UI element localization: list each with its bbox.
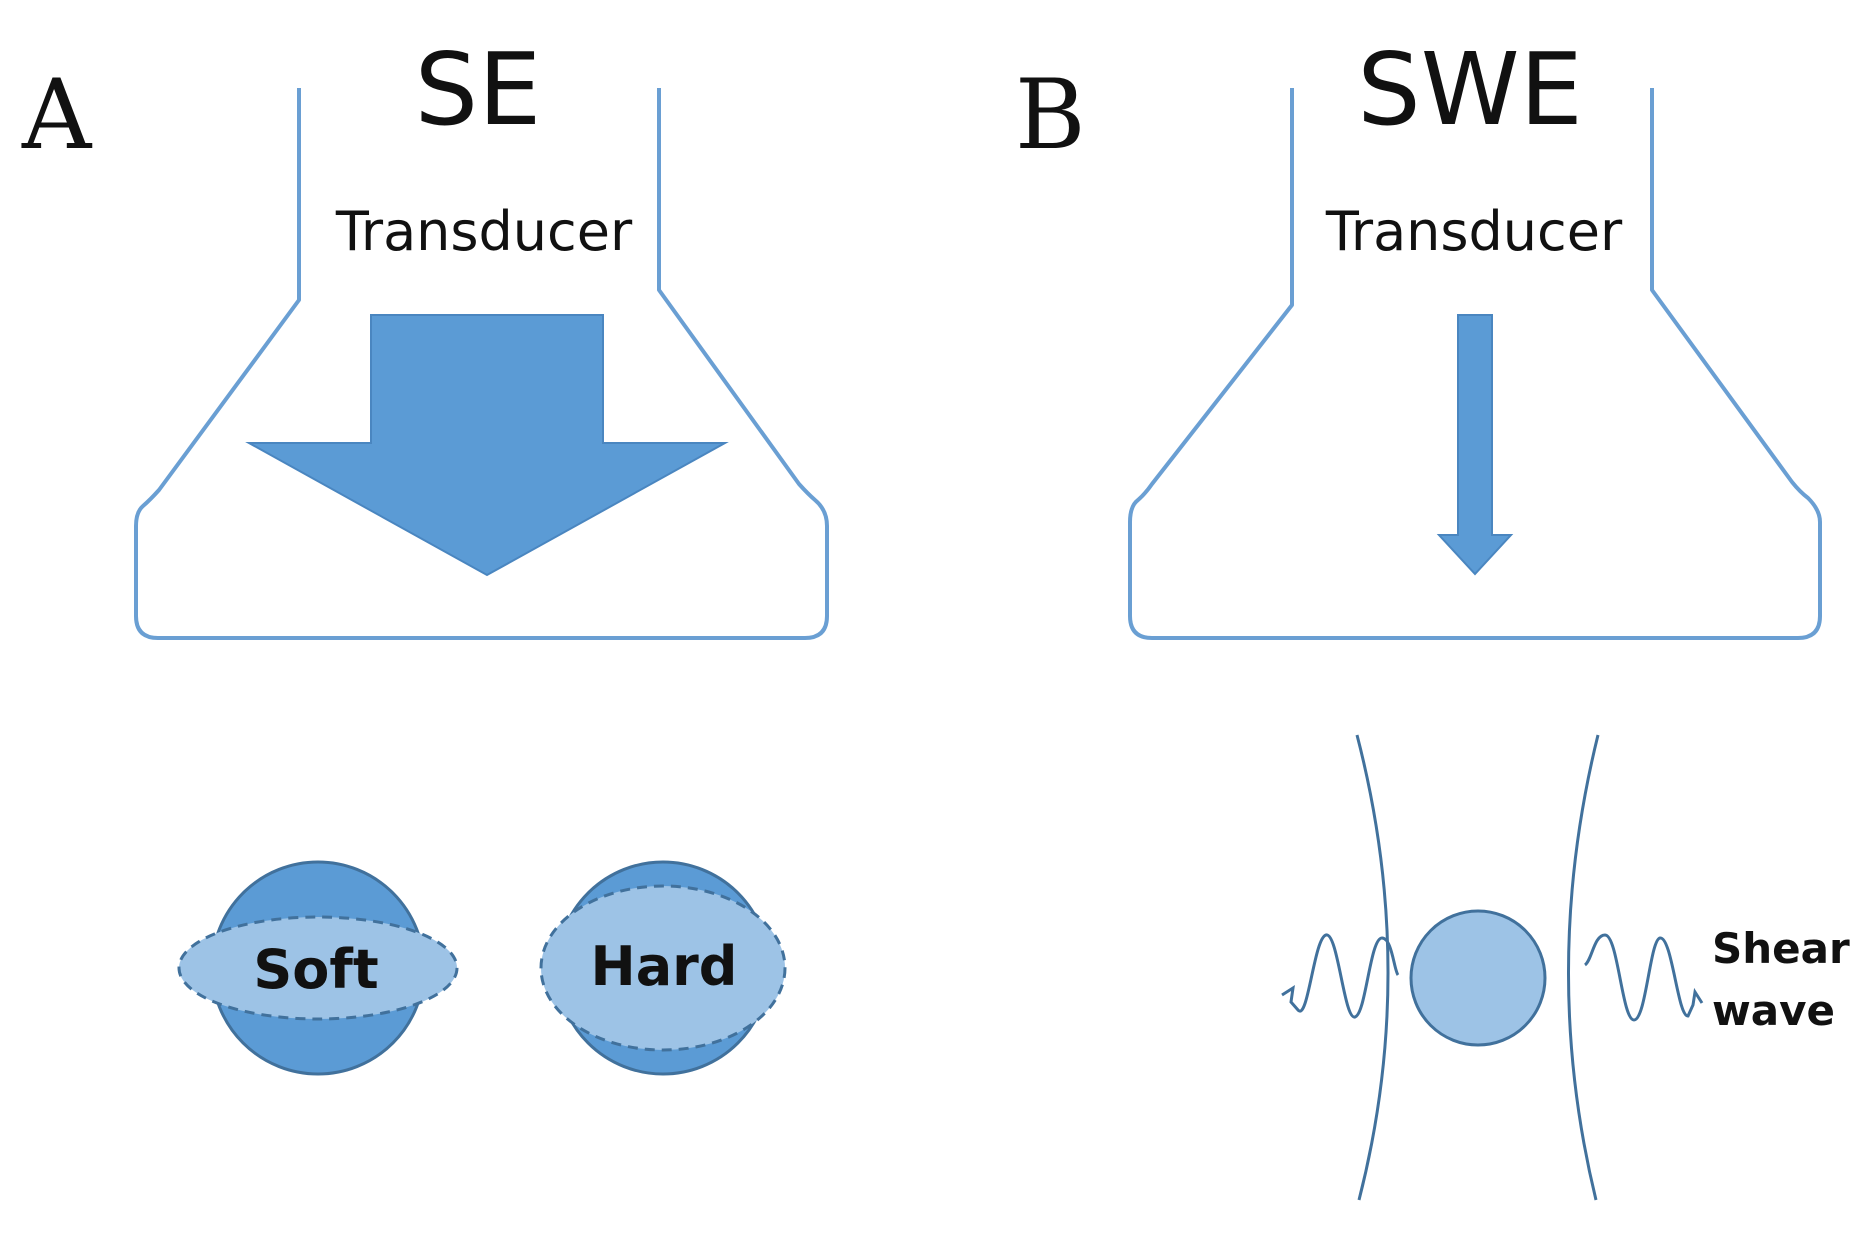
panel-a-transducer-label: Transducer: [335, 200, 633, 263]
shear-wave-right-squiggle: [1583, 933, 1704, 1022]
hard-deformed-ellipse: [539, 884, 787, 1052]
panel-b-target-circle: [1409, 909, 1547, 1047]
panel-a-compression-arrow: [245, 314, 729, 577]
soft-object: Soft: [177, 860, 459, 1076]
panel-a-letter: A: [21, 59, 93, 171]
panel-b-letter: B: [1015, 59, 1086, 171]
panel-b-transducer-outline: [1128, 88, 1822, 640]
panel-b-transducer-label: Transducer: [1325, 200, 1623, 263]
hard-label: Hard: [591, 935, 738, 998]
soft-label: Soft: [253, 938, 378, 1001]
panel-b: B SWE Transducer Shear wave: [1015, 31, 1850, 1201]
shear-wave-left-squiggle: [1281, 933, 1400, 1019]
panel-a: A SE Transducer Soft Hard: [21, 31, 829, 1076]
shear-wave-right-boundary: [1567, 734, 1600, 1201]
soft-deformed-ellipse: [177, 915, 459, 1021]
shear-wave-label-line2: wave: [1712, 986, 1835, 1035]
panel-a-transducer-outline: [134, 88, 829, 640]
panel-b-title: SWE: [1357, 31, 1583, 148]
panel-a-title: SE: [415, 31, 542, 148]
shear-wave-label-line1: Shear: [1712, 924, 1850, 973]
panel-b-push-arrow: [1436, 314, 1514, 576]
shear-wave-left-boundary: [1355, 734, 1390, 1201]
hard-object: Hard: [539, 860, 787, 1076]
